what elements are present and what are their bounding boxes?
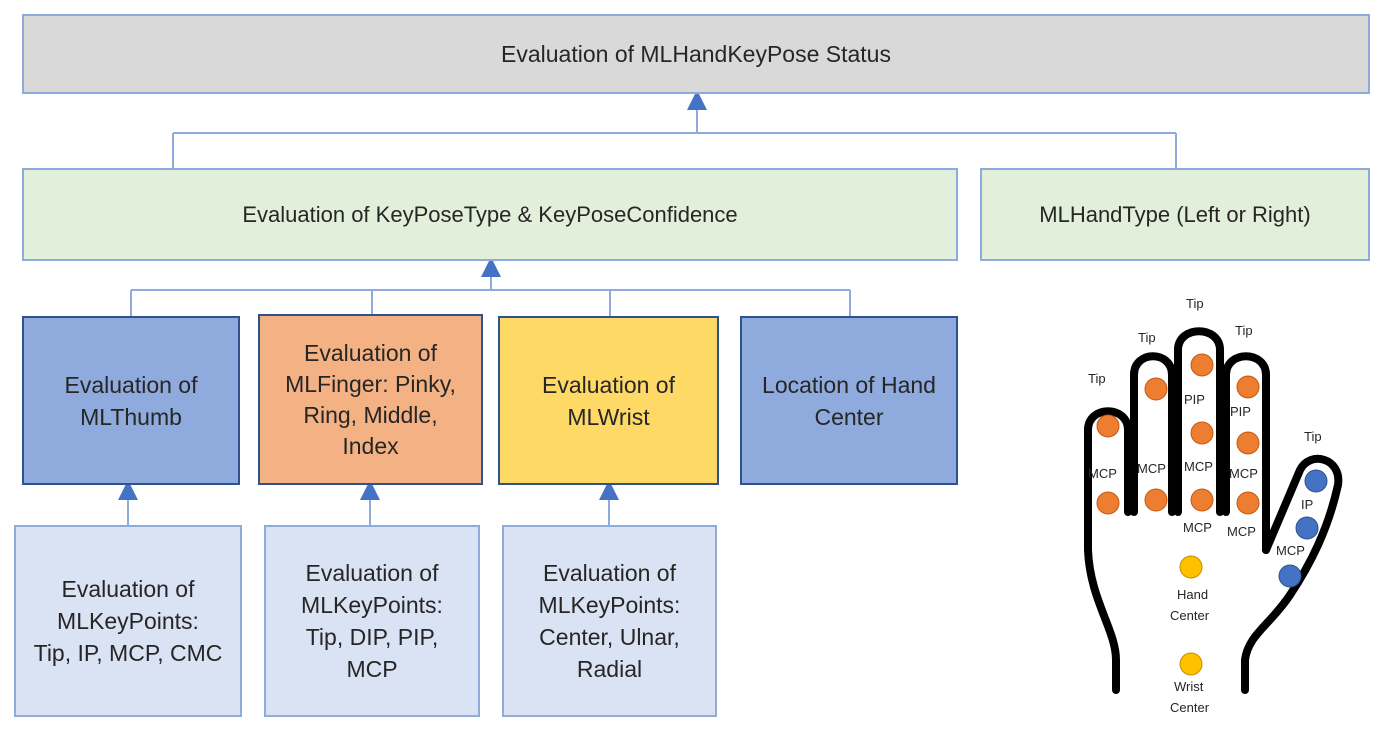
thumb-line-2: MLThumb (80, 403, 182, 430)
wrist-line-1: Evaluation of (542, 371, 675, 398)
hand-center-dot (1179, 555, 1203, 579)
finger-keypoints-box: Evaluation of MLKeyPoints: Tip, DIP, PIP… (264, 525, 480, 717)
wrist-center-label-2: Center (1170, 700, 1210, 715)
thumb-ip-dot (1295, 516, 1319, 540)
wrist-center-dot (1179, 652, 1203, 676)
finger-keypoints (1096, 353, 1260, 515)
hand-center-line-2: Center (814, 403, 884, 430)
middle-tip-label: Tip (1186, 296, 1204, 311)
handtype-label: MLHandType (Left or Right) (1039, 201, 1311, 227)
middle-mcp-label-lower: MCP (1183, 520, 1212, 535)
index-pip-label: PIP (1230, 404, 1251, 419)
finger-line-4: Index (342, 432, 399, 459)
finger-kp-line-2: MLKeyPoints: (301, 592, 443, 618)
middle-mcp-dot (1190, 488, 1214, 512)
thumb-keypoints (1278, 469, 1328, 588)
wrist-kp-line-4: Radial (576, 656, 643, 682)
index-tip-dot (1236, 375, 1260, 399)
finger-kp-line-3: Tip, DIP, PIP, (305, 624, 439, 650)
finger-line-3: Ring, Middle, (303, 401, 438, 428)
connector-bottom (118, 480, 619, 525)
middle-mcp-label-upper: MCP (1184, 459, 1213, 474)
ring-mcp-dot (1144, 488, 1168, 512)
thumb-kp-line-2: MLKeyPoints: (57, 608, 199, 634)
finger-box: Evaluation of MLFinger: Pinky, Ring, Mid… (258, 314, 483, 485)
pinky-tip-label: Tip (1088, 371, 1106, 386)
handtype-box: MLHandType (Left or Right) (980, 168, 1370, 261)
thumb-tip-label: Tip (1304, 429, 1322, 444)
wrist-center-label-1: Wrist (1174, 679, 1204, 694)
thumb-box: Evaluation of MLThumb (22, 316, 240, 485)
finger-kp-line-4: MCP (346, 656, 398, 682)
hand-center-line-1: Location of Hand (762, 371, 936, 398)
middle-tip-dot (1190, 353, 1214, 377)
status-box: Evaluation of MLHandKeyPose Status (22, 14, 1370, 94)
index-mcp-label-lower: MCP (1227, 524, 1256, 539)
hand-center-box: Location of Hand Center (740, 316, 958, 485)
hand-center-label-1: Hand (1177, 587, 1208, 602)
index-mcp-label-upper: MCP (1229, 466, 1258, 481)
hand-center-label-2: Center (1170, 608, 1210, 623)
connector-top (172, 90, 1177, 168)
finger-line-2: MLFinger: Pinky, (285, 370, 456, 397)
hand-labels: Tip Tip Tip Tip Tip PIP PIP MCP MCP MCP … (1088, 296, 1322, 715)
ring-mcp-label: MCP (1137, 461, 1166, 476)
middle-pip-label: PIP (1184, 392, 1205, 407)
pinky-tip-dot (1096, 414, 1120, 438)
hand-outline (1084, 327, 1343, 694)
keypose-box: Evaluation of KeyPoseType & KeyPoseConfi… (22, 168, 958, 261)
thumb-ip-label: IP (1301, 497, 1313, 512)
ring-tip-label: Tip (1138, 330, 1156, 345)
status-title: Evaluation of MLHandKeyPose Status (501, 40, 891, 67)
wrist-line-2: MLWrist (567, 403, 650, 430)
index-mcp-dot (1236, 491, 1260, 515)
thumb-line-1: Evaluation of (64, 371, 198, 398)
thumb-kp-line-1: Evaluation of (61, 576, 195, 602)
finger-line-1: Evaluation of (304, 339, 437, 366)
middle-pip-dot (1190, 421, 1214, 445)
wrist-kp-line-3: Center, Ulnar, (539, 624, 680, 650)
finger-kp-line-1: Evaluation of (305, 560, 439, 586)
index-pip-dot (1236, 431, 1260, 455)
thumb-kp-line-3: Tip, IP, MCP, CMC (33, 640, 223, 666)
center-keypoints (1179, 555, 1203, 676)
wrist-kp-line-1: Evaluation of (543, 560, 676, 586)
wrist-kp-line-2: MLKeyPoints: (538, 592, 681, 618)
wrist-keypoints-box: Evaluation of MLKeyPoints: Center, Ulnar… (502, 525, 717, 717)
connector-middle (130, 257, 851, 316)
index-tip-label: Tip (1235, 323, 1253, 338)
thumb-mcp-dot (1278, 564, 1302, 588)
keypose-label: Evaluation of KeyPoseType & KeyPoseConfi… (242, 201, 738, 227)
pinky-mcp-label: MCP (1088, 466, 1117, 481)
ring-tip-dot (1144, 377, 1168, 401)
hand-diagram: Tip Tip Tip Tip Tip PIP PIP MCP MCP MCP … (1084, 296, 1343, 715)
thumb-tip-dot (1304, 469, 1328, 493)
pinky-mcp-dot (1096, 491, 1120, 515)
wrist-box: Evaluation of MLWrist (498, 316, 719, 485)
thumb-mcp-label: MCP (1276, 543, 1305, 558)
thumb-keypoints-box: Evaluation of MLKeyPoints: Tip, IP, MCP,… (14, 525, 242, 717)
